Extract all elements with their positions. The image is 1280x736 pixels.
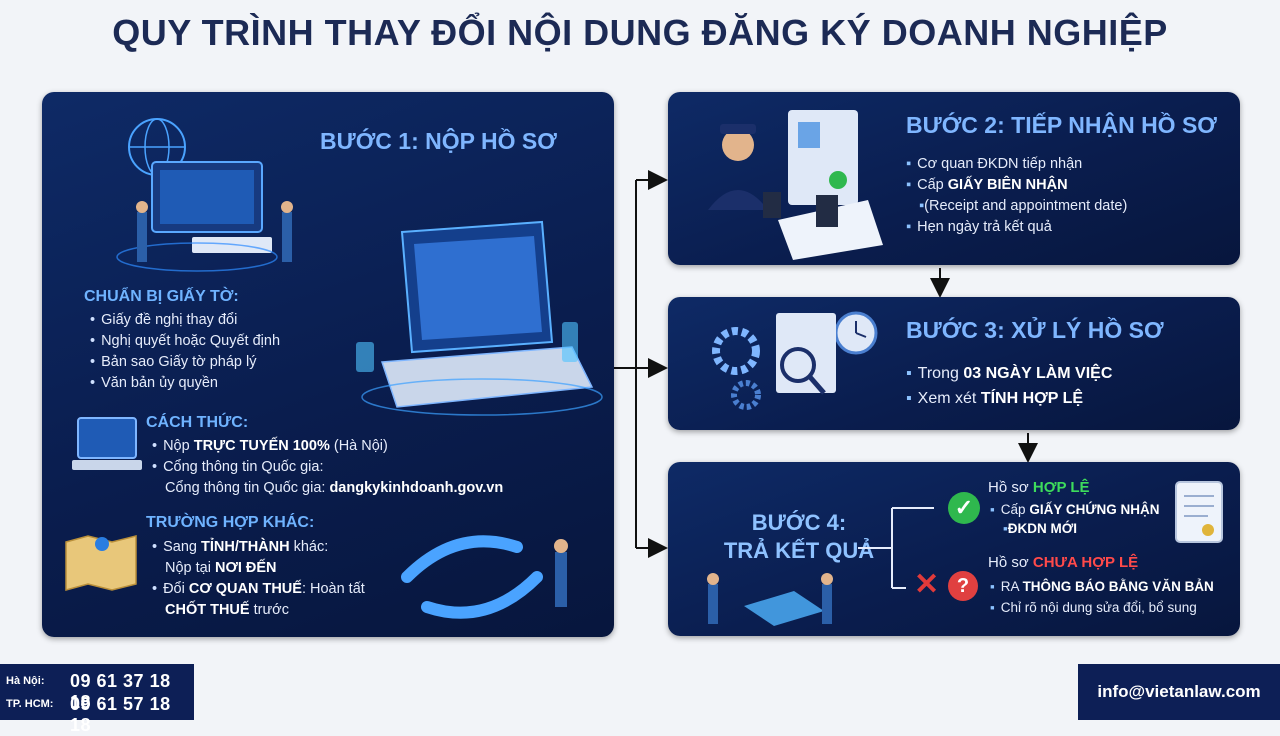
other-item: Nộp tại NƠI ĐẾN <box>165 560 277 576</box>
prepare-item: Bản sao Giấy tờ pháp lý <box>90 352 280 373</box>
step4-panel: BƯỚC 4: TRẢ KẾT QUẢ ✓ ✕ ? Hồ sơ HỢP LỆ C… <box>668 462 1240 636</box>
other-item: Đổi CƠ QUAN THUẾ: Hoàn tất <box>152 579 365 600</box>
method-heading: CÁCH THỨC: <box>146 414 249 431</box>
other-heading: TRƯỜNG HỢP KHÁC: <box>146 514 315 531</box>
step1-panel: BƯỚC 1: NỘP HỒ SƠ CHUẨN BỊ GIẤY TỜ: Giấy… <box>42 92 614 637</box>
step4-title-line2: TRẢ KẾT QUẢ <box>723 538 875 563</box>
step3-title: BƯỚC 3: XỬ LÝ HỒ SƠ <box>906 317 1164 343</box>
map-icon <box>65 535 137 591</box>
method-item: Nộp TRỰC TUYẾN 100% (Hà Nội) <box>152 436 503 457</box>
laptop-illustration <box>356 220 603 416</box>
invalid-item: Chỉ rõ nội dung sửa đổi, bổ sung <box>990 597 1214 618</box>
prepare-item: Nghị quyết hoặc Quyết định <box>90 331 280 352</box>
method-list: Nộp TRỰC TUYẾN 100% (Hà Nội) Cổng thông … <box>152 436 503 499</box>
step3-panel: BƯỚC 3: XỬ LÝ HỒ SƠ Trong 03 NGÀY LÀM VI… <box>668 297 1240 430</box>
step2-list: Cơ quan ĐKDN tiếp nhận Cấp GIẤY BIÊN NHẬ… <box>906 154 1127 238</box>
step2-item: Cấp GIẤY BIÊN NHẬN <box>906 175 1127 196</box>
prepare-item: Văn bản ủy quyền <box>90 373 280 394</box>
other-item: Sang TỈNH/THÀNH khác: <box>152 537 365 558</box>
step2-title: BƯỚC 2: TIẾP NHẬN HỒ SƠ <box>906 112 1217 138</box>
transfer-arrows-illustration <box>401 535 568 619</box>
other-item: CHỐT THUẾ trước <box>165 602 289 618</box>
email-link[interactable]: info@vietanlaw.com <box>1078 664 1280 720</box>
hanoi-label: Hà Nội: <box>6 675 45 687</box>
valid-item: ĐKDN MỚI <box>990 519 1160 538</box>
laptop-icon <box>72 417 142 470</box>
step1-title: BƯỚC 1: NỘP HỒ SƠ <box>320 128 557 154</box>
online-submission-illustration <box>116 118 293 272</box>
invalid-list: RA THÔNG BÁO BẰNG VĂN BẢN Chỉ rõ nội dun… <box>990 576 1214 618</box>
processing-illustration <box>712 311 878 410</box>
step3-item: Trong 03 NGÀY LÀM VIỆC <box>906 361 1113 386</box>
step2-panel: BƯỚC 2: TIẾP NHẬN HỒ SƠ Cơ quan ĐKDN tiế… <box>668 92 1240 265</box>
valid-list: Cấp GIẤY CHỨNG NHẬN ĐKDN MỚI <box>990 500 1160 538</box>
certificate-scroll-icon <box>1175 481 1223 543</box>
step2-item: Hẹn ngày trả kết quả <box>906 217 1127 238</box>
prepare-heading: CHUẨN BỊ GIẤY TỜ: <box>84 288 239 305</box>
page-title: QUY TRÌNH THAY ĐỔI NỘI DUNG ĐĂNG KÝ DOAN… <box>112 12 1168 53</box>
step3-list: Trong 03 NGÀY LÀM VIỆC Xem xét TÍNH HỢP … <box>906 361 1113 411</box>
prepare-list: Giấy đề nghị thay đổi Nghị quyết hoặc Qu… <box>90 310 280 394</box>
step2-item: Cơ quan ĐKDN tiếp nhận <box>906 154 1127 175</box>
cross-icon: ✕ <box>914 568 940 601</box>
branch-lines <box>858 507 934 589</box>
phone-contacts: Hà Nội: 09 61 37 18 18 TP. HCM: 09 61 57… <box>0 664 194 735</box>
valid-heading: Hồ sơ HỢP LỆ <box>988 479 1090 496</box>
flow-connectors <box>614 170 1038 558</box>
invalid-item: RA THÔNG BÁO BẰNG VĂN BẢN <box>990 576 1214 597</box>
step2-item: (Receipt and appointment date) <box>906 196 1127 217</box>
question-icon: ? <box>948 571 978 601</box>
method-item: Cổng thông tin Quốc gia: <box>152 457 503 478</box>
prepare-item: Giấy đề nghị thay đổi <box>90 310 280 331</box>
invalid-heading: Hồ sơ CHƯA HỢP LỆ <box>988 554 1139 571</box>
result-handover-illustration <box>707 573 833 626</box>
valid-item: Cấp GIẤY CHỨNG NHẬN <box>990 500 1160 519</box>
hcm-label: TP. HCM: <box>6 698 54 710</box>
step3-item: Xem xét TÍNH HỢP LỆ <box>906 386 1112 411</box>
check-icon: ✓ <box>948 492 980 524</box>
step4-title-line1: BƯỚC 4: <box>751 510 847 535</box>
hcm-phone[interactable]: 09 61 57 18 18 <box>70 694 171 735</box>
hanoi-phone[interactable]: 09 61 37 18 18 <box>70 671 171 712</box>
officer-stamp-illustration <box>708 110 883 260</box>
other-list: Sang TỈNH/THÀNH khác: Nộp tại NƠI ĐẾN Đổ… <box>152 537 365 621</box>
method-item: Cổng thông tin Quốc gia: dangkykinhdoanh… <box>165 480 504 496</box>
